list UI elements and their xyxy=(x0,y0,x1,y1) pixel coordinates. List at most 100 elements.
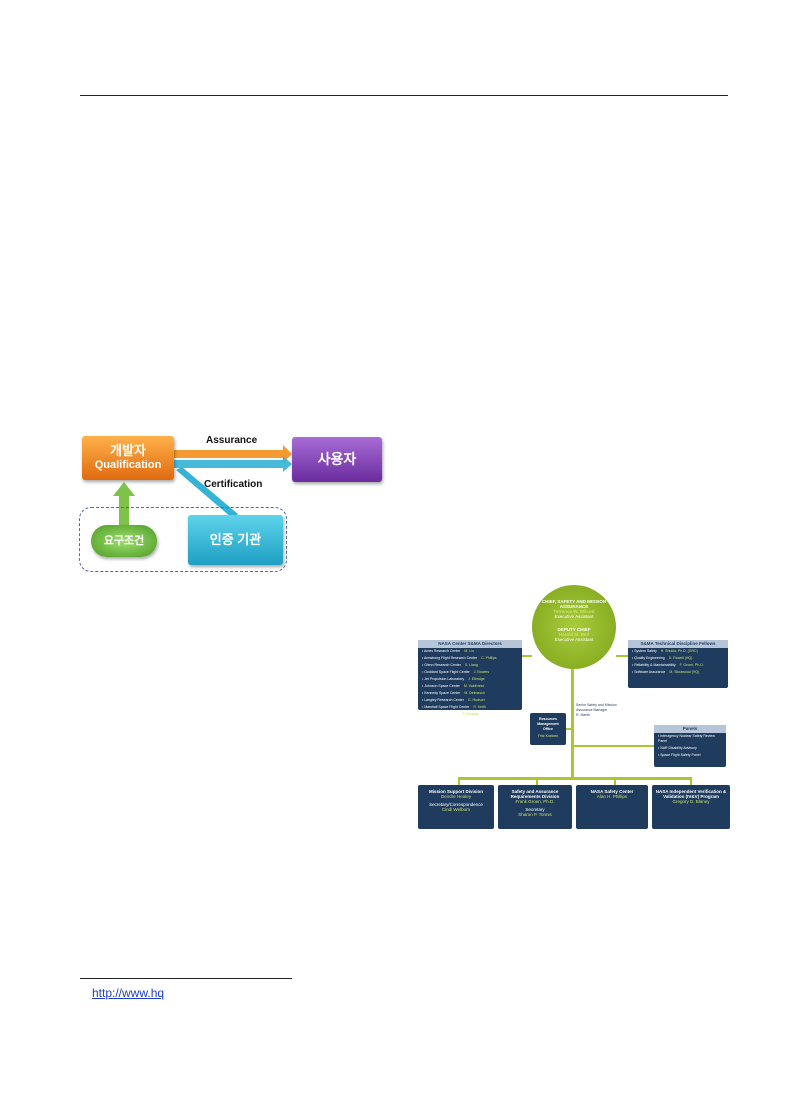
requirements-arrow xyxy=(113,482,135,525)
center-director-row-label: • Jet Propulsion Laboratory xyxy=(422,677,465,681)
center-director-row-value: M. Deimasch xyxy=(464,691,485,695)
panel-item: • Interagency Nuclear Safety Review Pane… xyxy=(658,734,715,743)
right-panel-connector xyxy=(616,655,632,657)
center-director-row-label: • Armstrong Flight Research Center xyxy=(422,656,478,660)
main-connector xyxy=(571,669,574,779)
senior-manager-note: Senior Safety and Mission Assurance Mana… xyxy=(576,703,628,718)
deputy-name: Harold M. Bell xyxy=(558,632,589,637)
division-sub-name: Sharon P. Tonnis xyxy=(518,812,552,817)
center-director-row-label: • Ames Research Center xyxy=(422,649,461,653)
senior-manager-name: R. Martin xyxy=(576,713,591,717)
certification-body-box: 인증 기관 xyxy=(188,515,283,565)
fellow-row-value: F. Groen, Ph.D. xyxy=(679,663,704,667)
division-tick-3 xyxy=(614,777,616,787)
center-director-row-label: • Glenn Research Center xyxy=(422,663,461,667)
center-director-row-value: G. Hudson xyxy=(467,698,485,702)
fellow-row-value: H. Shukla, Ph.D. (GRC) xyxy=(660,649,698,653)
chief-title: CHIEF, SAFETY AND MISSION ASSURANCE xyxy=(541,599,607,609)
division-name: NASA Independent Verification & Validati… xyxy=(655,789,727,799)
division-head: Deirdre Healey xyxy=(440,794,471,799)
certification-arrow-to-user xyxy=(174,456,292,472)
deputy-sub: Executive Assistant xyxy=(554,637,594,642)
division-connector xyxy=(458,777,692,780)
diagram-arrows xyxy=(113,445,292,525)
chief-name: Terrence W. Wilcutt xyxy=(553,609,595,614)
fellow-row-value: D. Rowell (HQ) xyxy=(668,656,693,660)
certification-label: Certification xyxy=(204,479,263,490)
division-tick-4 xyxy=(690,777,692,787)
center-directors-panel: NASA Center S&MA Directors • Ames Resear… xyxy=(418,640,522,716)
fellow-row-label: • Reliability & Maintainability xyxy=(632,663,676,667)
user-box: 사용자 xyxy=(292,437,382,482)
center-director-row-value: C. Phillips xyxy=(481,656,497,660)
division-head: Frank Groen, Ph.D. xyxy=(515,799,555,804)
footnote-link[interactable]: http://www.hq xyxy=(92,986,165,1000)
qualification-diagram: 개발자 Qualification 사용자 인증 기관 요구조건 Assuran… xyxy=(78,430,388,575)
panels-connector xyxy=(574,745,654,747)
division-box: NASA Independent Verification & Validati… xyxy=(652,785,730,829)
panel-item: • Space Flight Safety Panel xyxy=(658,753,701,757)
assurance-label: Assurance xyxy=(206,435,258,446)
center-directors-title: NASA Center S&MA Directors xyxy=(418,640,522,648)
division-name: Mission Support Division xyxy=(428,789,483,794)
developer-korean-label: 개발자 xyxy=(110,443,146,458)
rmo-title: Resources Management Office xyxy=(537,717,559,731)
center-director-row-value: M. Valdivieso xyxy=(463,684,485,688)
division-tick-2 xyxy=(536,777,538,787)
division-tick-1 xyxy=(458,777,460,787)
center-director-row-label: • Kennedy Space Center xyxy=(422,691,461,695)
division-box: Safety and Assurance Requirements Divisi… xyxy=(498,785,572,829)
center-director-row-label: • Marshall Space Flight Center xyxy=(422,705,470,709)
certification-arrow-to-body xyxy=(176,467,238,518)
center-director-row-value: J. Bowers xyxy=(473,670,490,674)
assurance-arrow xyxy=(174,445,292,463)
division-head: Gregory D. Blaney xyxy=(672,799,710,804)
chief-circle: CHIEF, SAFETY AND MISSION ASSURANCE Terr… xyxy=(532,585,616,669)
fellow-row-label: • Quality Engineering xyxy=(632,656,665,660)
fellow-row-value: M. Stoutwood (HQ) xyxy=(669,670,700,674)
developer-box: 개발자 Qualification xyxy=(82,436,174,480)
center-director-row-value: J. Elbridge xyxy=(468,677,485,681)
fellow-row-label: • Software Assurance xyxy=(632,670,666,674)
division-name: NASA Safety Center xyxy=(590,789,634,794)
resources-office-box: Resources Management Office Fritz Kralic… xyxy=(530,713,566,745)
fellows-title: S&MA Technical Discipline Fellows xyxy=(628,640,728,648)
panels-list: • Interagency Nuclear Safety Review Pane… xyxy=(654,733,726,759)
deputy-title: DEPUTY CHIEF xyxy=(557,627,591,632)
developer-english-label: Qualification xyxy=(94,459,162,471)
fellow-row-label: • System Safety xyxy=(632,649,657,653)
chief-sub: Executive Assistant xyxy=(554,614,594,619)
center-director-row-label: • Langley Research Center xyxy=(422,698,464,702)
header-rule xyxy=(80,95,728,96)
senior-manager-title: Senior Safety and Mission Assurance Mana… xyxy=(576,703,617,712)
footnote-rule xyxy=(80,978,292,979)
center-director-row-value: R. Keith xyxy=(473,705,486,709)
requirements-ellipse: 요구조건 xyxy=(91,525,157,557)
rmo-name: Fritz Kralicek xyxy=(537,734,559,738)
center-director-row-value: M. Liu xyxy=(464,649,474,653)
org-chart: CHIEF, SAFETY AND MISSION ASSURANCE Terr… xyxy=(418,585,730,835)
division-name: Safety and Assurance Requirements Divisi… xyxy=(510,789,560,799)
center-director-row-value: S. Liang xyxy=(464,663,478,667)
division-head: Alan H. Phillips xyxy=(596,794,628,799)
center-director-row-label: • Johnson Space Center xyxy=(422,684,460,688)
division-sub-title: Secretary xyxy=(525,807,545,812)
